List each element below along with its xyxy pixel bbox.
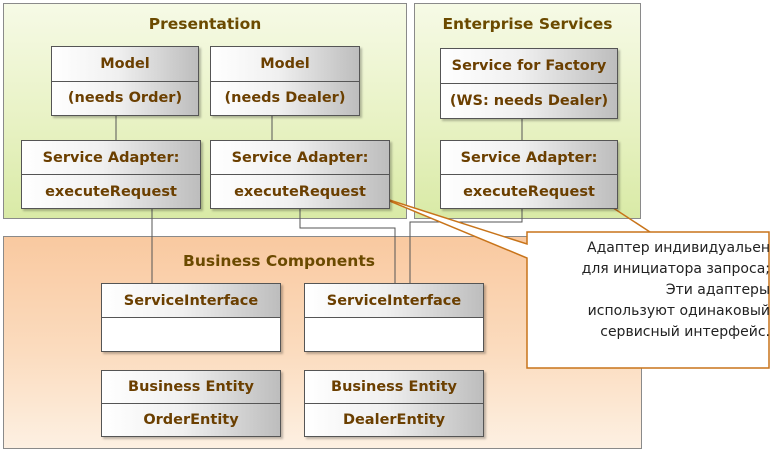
service-adapter-2-method: executeRequest	[211, 174, 389, 208]
model-order-detail: (needs Order)	[52, 80, 198, 115]
dealer-entity-title: Business Entity	[305, 371, 483, 403]
callout-line: Адаптер индивидуальен	[587, 240, 770, 256]
order-entity-name: OrderEntity	[102, 403, 280, 436]
presentation-title: Presentation	[148, 15, 262, 33]
service-interface-2-title: ServiceInterface	[305, 284, 483, 317]
dealer-entity-name: DealerEntity	[305, 403, 483, 436]
business-components-title: Business Components	[183, 252, 375, 270]
callout-line: Эти адаптеры	[665, 282, 770, 298]
callout-note: Адаптер индивидуальен для инициатора зап…	[532, 238, 770, 343]
model-dealer-detail: (needs Dealer)	[211, 80, 359, 115]
service-for-factory-title: Service for Factory	[441, 49, 617, 83]
service-adapter-box-1: Service Adapter: executeRequest	[21, 140, 201, 209]
service-for-factory-detail: (WS: needs Dealer)	[441, 83, 617, 118]
connector-adapter3-interface2	[409, 209, 523, 283]
callout-shape	[379, 196, 770, 369]
callout-line: используют одинаковый	[587, 303, 770, 319]
service-adapter-box-3: Service Adapter: executeRequest	[440, 140, 618, 209]
model-dealer-box: Model (needs Dealer)	[210, 46, 360, 116]
service-for-factory-box: Service for Factory (WS: needs Dealer)	[440, 48, 618, 119]
callout-line: сервисный интерфейс.	[600, 324, 770, 340]
callout-line: для инициатора запроса;	[581, 261, 770, 277]
service-adapter-box-2: Service Adapter: executeRequest	[210, 140, 390, 209]
service-interface-1-title: ServiceInterface	[102, 284, 280, 317]
service-interface-box-2: ServiceInterface	[304, 283, 484, 352]
order-entity-box: Business Entity OrderEntity	[101, 370, 281, 437]
service-adapter-3-method: executeRequest	[441, 174, 617, 208]
service-adapter-2-title: Service Adapter:	[211, 141, 389, 174]
service-interface-1-body	[102, 317, 280, 351]
service-adapter-3-title: Service Adapter:	[441, 141, 617, 174]
connector-adapter2-interface1	[299, 209, 396, 283]
model-order-box: Model (needs Order)	[51, 46, 199, 116]
model-dealer-title: Model	[211, 47, 359, 81]
service-interface-box-1: ServiceInterface	[101, 283, 281, 352]
service-adapter-1-method: executeRequest	[22, 174, 200, 208]
order-entity-title: Business Entity	[102, 371, 280, 403]
service-adapter-1-title: Service Adapter:	[22, 141, 200, 174]
enterprise-services-title: Enterprise Services	[442, 15, 613, 33]
service-interface-2-body	[305, 317, 483, 351]
dealer-entity-box: Business Entity DealerEntity	[304, 370, 484, 437]
model-order-title: Model	[52, 47, 198, 81]
